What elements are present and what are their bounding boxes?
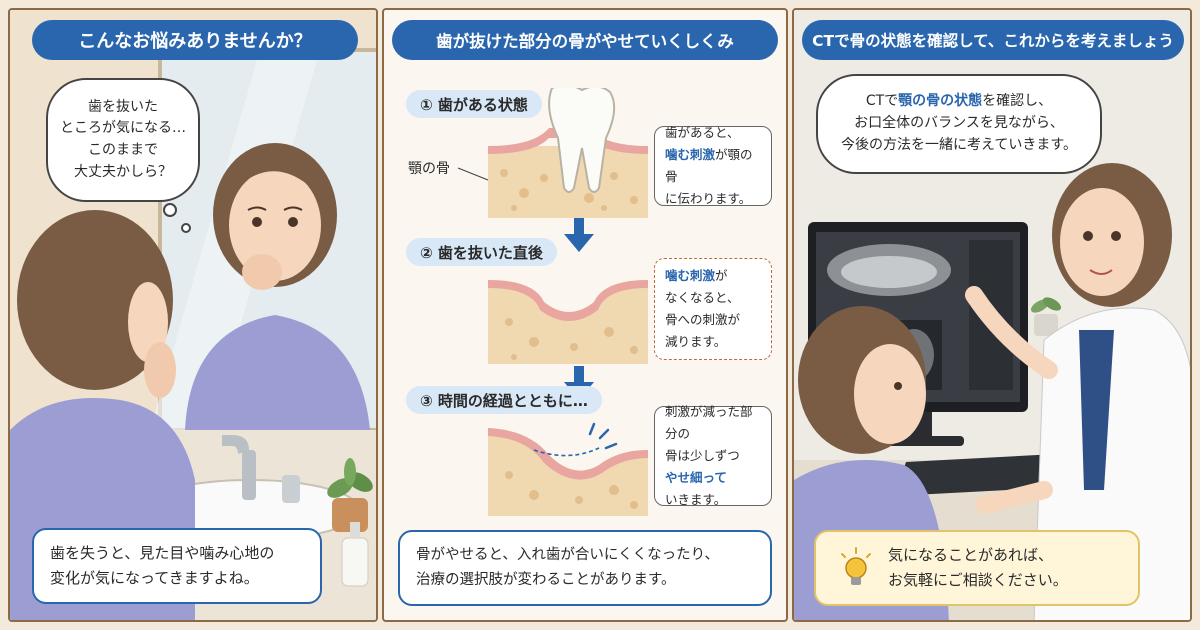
- note-text: いきます。: [665, 491, 727, 507]
- thought-bubble: 歯を抜いた ところが気になる… このままで 大丈夫かしら？: [46, 78, 200, 202]
- diagram-tooth-present: [457, 88, 648, 218]
- note-line: 骨は少しずつ: [665, 445, 761, 467]
- note-line: 減ります。: [665, 331, 761, 353]
- note-step-1: 歯があると、噛む刺激が顎の骨に伝わります。: [654, 125, 772, 206]
- speech-line-3: 今後の方法を一緒に考えていきます。: [841, 136, 1077, 153]
- lightbulb-icon: [841, 547, 871, 585]
- thought-line: ところが気になる…: [60, 120, 186, 137]
- diagram-bone-thinning: [488, 422, 648, 516]
- note-line: 噛む刺激が顎の骨: [665, 144, 761, 188]
- faucet-icon: [222, 435, 300, 503]
- step-label-1: ① 歯がある状態: [406, 90, 542, 118]
- note-highlight: 噛む刺激: [665, 147, 716, 163]
- panel-ct-consultation: CTで骨の状態を確認して、これからを考えましょう CTで顎の骨の状態を確認し、 …: [792, 8, 1192, 622]
- note-line: 歯があると、: [665, 122, 761, 144]
- keyboard-icon: [894, 454, 1056, 496]
- note-text: 歯があると、: [665, 125, 740, 141]
- shrink-spark-icon: [588, 422, 618, 450]
- note-step-2: 噛む刺激がなくなると、骨への刺激が減ります。: [654, 258, 772, 360]
- note-line: 噛む刺激が: [665, 265, 761, 287]
- tooth-icon: [548, 88, 616, 193]
- down-arrow-icon: [564, 218, 594, 252]
- thought-line: 大丈夫かしら？: [74, 163, 172, 180]
- speech-highlight: 顎の骨の状態: [898, 93, 983, 110]
- thought-line: このままで: [88, 142, 158, 158]
- note-text: 減ります。: [665, 333, 727, 349]
- panel-title: こんなお悩みありませんか？: [32, 20, 358, 60]
- woman-reflection: [185, 143, 370, 430]
- doctor-speech-bubble: CTで顎の骨の状態を確認し、 お口全体のバランスを見ながら、 今後の方法を一緒に…: [816, 74, 1102, 174]
- note-text: 骨は少しずつ: [665, 448, 740, 464]
- speech-text: CTで: [865, 93, 899, 110]
- note-line: いきます。: [665, 489, 761, 511]
- note-text: が顎の骨: [665, 147, 753, 184]
- jaw-bone-label: 顎の骨: [408, 161, 450, 177]
- soap-bottle-icon: [341, 522, 369, 587]
- note-highlight: やせ細って: [665, 469, 727, 485]
- panel-title: 歯が抜けた部分の骨がやせていくしくみ: [392, 20, 778, 60]
- note-line: 骨への刺激が: [665, 309, 761, 331]
- note-line: に伝わります。: [665, 188, 761, 210]
- panel-worries: こんなお悩みありませんか？ 歯を抜いた ところが気になる… このままで 大丈夫か…: [8, 8, 378, 622]
- caption-box: 歯を失うと、見た目や噛み心地の 変化が気になってきますよね。: [32, 528, 322, 604]
- summary-line: 骨がやせると、入れ歯が合いにくくなったり、: [416, 547, 720, 564]
- caption-line: 歯を失うと、見た目や噛み心地の: [50, 543, 275, 562]
- note-line: 刺激が減った部分の: [665, 401, 761, 445]
- thought-line: 歯を抜いた: [88, 98, 158, 115]
- speech-line-1: CTで顎の骨の状態を確認し、: [818, 91, 1100, 113]
- note-highlight: 噛む刺激: [665, 268, 716, 284]
- note-line: なくなると、: [665, 287, 761, 309]
- tip-line: 気になることがあれば、: [888, 545, 1054, 564]
- speech-text: を確認し、: [982, 93, 1053, 110]
- summary-box: 骨がやせると、入れ歯が合いにくくなったり、 治療の選択肢が変わることがあります。: [398, 530, 772, 606]
- note-text: が: [715, 268, 728, 284]
- step-label-3: ③ 時間の経過とともに…: [406, 386, 602, 414]
- tip-box: 気になることがあれば、 お気軽にご相談ください。: [814, 530, 1140, 606]
- note-text: 骨への刺激が: [665, 312, 741, 327]
- tip-line: お気軽にご相談ください。: [888, 571, 1068, 589]
- caption-line: 変化が気になってきますよね。: [50, 569, 259, 587]
- diagram-tooth-extracted: [488, 280, 648, 364]
- note-text: なくなると、: [665, 290, 740, 306]
- thought-dots: [163, 203, 191, 233]
- summary-line: 治療の選択肢が変わることがあります。: [416, 572, 676, 588]
- panel-bone-loss-mechanism: 歯が抜けた部分の骨がやせていくしくみ ① 歯がある状態 顎の骨 歯があると、噛む…: [382, 8, 788, 622]
- plant-icon: [1030, 297, 1062, 336]
- note-text: 刺激が減った部分の: [665, 404, 753, 442]
- speech-line-2: お口全体のバランスを見ながら、: [854, 115, 1064, 132]
- note-text: に伝わります。: [665, 190, 752, 206]
- step-label-2: ② 歯を抜いた直後: [406, 238, 557, 266]
- note-line: やせ細って: [665, 467, 761, 489]
- note-step-3: 刺激が減った部分の骨は少しずつやせ細っていきます。: [654, 404, 772, 507]
- panel-title: CTで骨の状態を確認して、これからを考えましょう: [802, 20, 1184, 60]
